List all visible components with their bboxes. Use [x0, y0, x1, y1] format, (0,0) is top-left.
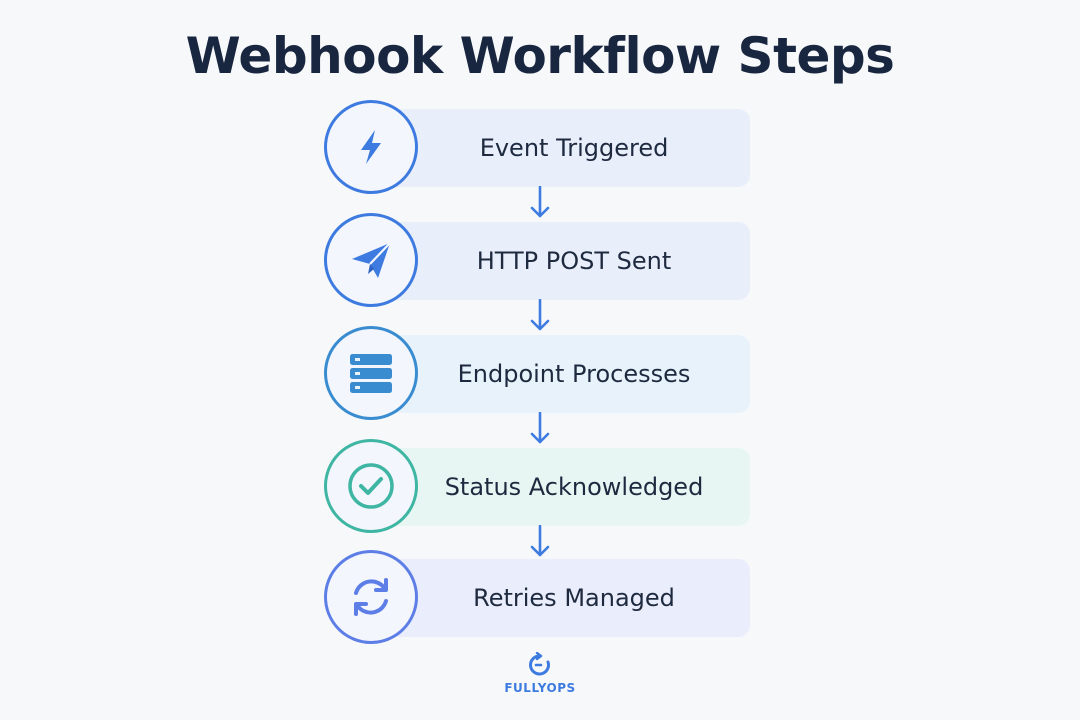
- step-icon-circle: [324, 213, 418, 307]
- step-http-post-sent: HTTP POST Sent: [324, 213, 754, 309]
- step-status-acknowledged: Status Acknowledged: [324, 439, 754, 535]
- step-label: Endpoint Processes: [457, 360, 691, 388]
- arrow-down-icon: [530, 525, 550, 557]
- arrow-down-icon: [530, 412, 550, 444]
- step-retries-managed: Retries Managed: [324, 550, 754, 646]
- step-icon-circle: [324, 550, 418, 644]
- fullyops-logo-icon: [529, 652, 550, 676]
- step-icon-circle: [324, 439, 418, 533]
- step-pill: [369, 109, 750, 187]
- refresh-cycle-icon: [354, 578, 388, 616]
- server-stack-icon: [350, 354, 392, 393]
- step-event-triggered: Event Triggered: [324, 100, 754, 196]
- step-pill: [369, 335, 750, 413]
- lightning-bolt-icon: [361, 130, 381, 164]
- step-label: Retries Managed: [473, 584, 675, 612]
- arrow-down-icon: [530, 299, 550, 331]
- step-label: HTTP POST Sent: [476, 247, 672, 275]
- paper-plane-icon: [352, 242, 391, 278]
- step-pill: [369, 222, 750, 300]
- step-icon-circle: [324, 326, 418, 420]
- step-label: Event Triggered: [479, 134, 669, 162]
- step-icon-circle: [324, 100, 418, 194]
- brand-logo: FULLYOPS: [490, 652, 590, 695]
- step-pill: [369, 448, 750, 526]
- brand-name: FULLYOPS: [504, 681, 576, 695]
- arrow-down-icon: [530, 186, 550, 218]
- step-endpoint-processes: Endpoint Processes: [324, 326, 754, 422]
- step-pill: [369, 559, 750, 637]
- diagram-title: Webhook Workflow Steps: [185, 27, 895, 85]
- step-label: Status Acknowledged: [444, 473, 704, 501]
- checkmark-circle-icon: [348, 463, 394, 509]
